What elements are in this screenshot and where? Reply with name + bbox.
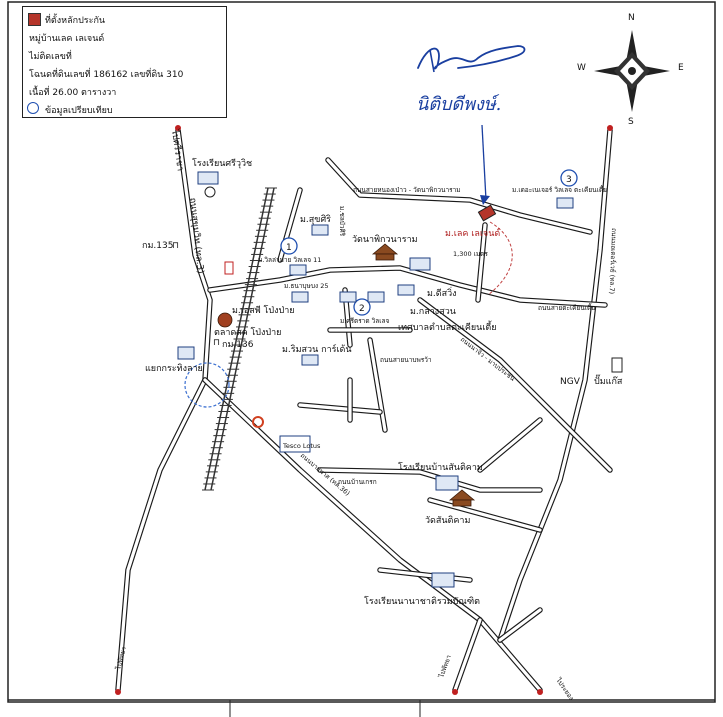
label-km136: กม.136 (222, 340, 254, 350)
label-road-nakluea: ถนนบ้านเกรก (338, 478, 377, 486)
temple-icon (371, 243, 399, 255)
temple-icon (452, 499, 472, 507)
label-intersection: แยกกระทิงลาย (145, 363, 203, 374)
compass-s: S (628, 117, 634, 127)
comparable-marker-2: 2 (353, 298, 371, 316)
comparable-number: 3 (566, 175, 572, 185)
house-icon (409, 257, 431, 271)
intersection-icon (177, 346, 195, 360)
legend-area: เนื้อที่ 26.00 ตารางวา (29, 88, 117, 98)
comparable-marker-1: 1 (280, 237, 298, 255)
house-icon (367, 291, 385, 303)
comparable-number: 1 (286, 243, 292, 253)
compass-w: W (577, 63, 586, 73)
legend-deed: โฉนดที่ดินเลขที่ 186162 เลขที่ดิน 310 (29, 70, 184, 80)
label-mb-3: ม.เดอะเนเจอร์ วิลเลจ ตะเคียนเตี้ย (512, 185, 607, 194)
label-mb-sukhsiri: ม.สุขศิริ (300, 214, 331, 225)
compass-n: N (628, 13, 635, 23)
house-icon (289, 264, 307, 276)
label-mb-sritrad: ม.ศรีตราด วิลเลจ (340, 317, 389, 325)
house-icon (301, 354, 319, 366)
road-end-marker (175, 125, 181, 131)
label-km135: กม.135 (142, 241, 173, 251)
label-school-santikam: โรงเรียนบ้านสันติคาม (398, 462, 483, 473)
house-icon (339, 291, 357, 303)
school-emblem-icon (204, 186, 216, 198)
arrow-head (480, 195, 490, 205)
label-ngv: NGV (560, 377, 581, 387)
label-market: ตลาดสด โป่งป่าย (214, 327, 281, 338)
legend-comparable: ข้อมูลเปรียบเทียบ (45, 106, 113, 116)
road-end-marker (452, 689, 458, 695)
label-mb-dsiwing: ม.ดีสวิ่ง (427, 286, 457, 299)
label-gas-station: ปั๊มแก๊ส (594, 374, 623, 387)
label-lake-legend: ม.เลค เลเจนด์ (445, 227, 500, 239)
label-mb-rimsuan: ม.ริมสวน การ์เด้น (282, 343, 352, 355)
label-wat-santikam: วัดสันติคาม (425, 515, 470, 526)
label-tesco: Tesco Lotus (282, 442, 321, 450)
signature: นิติบดีพงษ์. (416, 45, 526, 115)
compass-e: E (678, 63, 684, 73)
road-end-marker (115, 689, 121, 695)
label-mb-klangsuan: ม.กลางสวน (410, 307, 456, 317)
label-to-pattaya: ไปพัทยา (114, 645, 128, 671)
label-mb-chonbuasiri: ม.ชลบัวศิริ (338, 206, 346, 237)
map-frame (7, 1, 716, 703)
label-distance: 1,300 เมตร (453, 250, 488, 258)
legend-site: ที่ตั้งหลักประกัน (45, 16, 106, 26)
traffic-sign-icon (224, 261, 234, 275)
label-school-nanachat: โรงเรียนนานาชาติรวมบัณฑิต (364, 596, 480, 607)
label-road-takhian-tia: ถนนสายตะเคียนเตี้ย (538, 303, 595, 312)
km-marker-icon: ⊓ (213, 338, 220, 348)
label-mb-sp: ม.เอสพี โป่งป่าย (232, 305, 295, 316)
legend-project: หมู่บ้านเลค เลเจนด์ (29, 34, 105, 44)
road-end-marker (607, 125, 613, 131)
comparable-marker-3: 3 (560, 169, 578, 187)
shell-icon (252, 416, 264, 428)
legend-house-no: ไม่ติดเลขที่ (29, 52, 72, 62)
house-icon (556, 197, 574, 209)
house-icon (397, 284, 415, 296)
label-road-7: ถนนมอเตอร์เวย์ (ทล.7) (608, 228, 618, 294)
house-icon (311, 224, 329, 236)
school-icon (431, 572, 455, 588)
label-road-pattaya-nua: ถนนสายนาบพรว้า (380, 356, 432, 364)
label-road-najiew: ถนนนาจิ่ว - มาบประชัน (459, 334, 518, 383)
gas-pump-icon (611, 357, 623, 373)
school-icon (435, 475, 459, 491)
temple-icon (448, 489, 476, 501)
house-icon (291, 291, 309, 303)
signature-text: นิติบดีพงษ์. (416, 94, 501, 115)
arrow-line (481, 124, 487, 201)
label-to-pattaya-2: ไปพัทยา (437, 654, 453, 680)
label-school-sriuthit: โรงเรียนศรีวุวิช (192, 158, 252, 169)
site-marker-swatch (28, 13, 41, 26)
label-tessaban: เทศบาลตำบลตะเคียนเตี้ย (398, 320, 497, 333)
map-legend: ที่ตั้งหลักประกัน หมู่บ้านเลค เลเจนด์ ไม… (22, 6, 227, 118)
school-icon (197, 171, 219, 185)
label-road-sangkhamitr: ถนนสายหนองเป่าว - วัดนาพิกวนาราม (353, 186, 461, 194)
road-network (115, 127, 613, 693)
km-marker-icon: ⊓ (172, 241, 179, 251)
compass-icon (594, 30, 670, 112)
railway (202, 187, 277, 491)
label-mb-25: ม.ธนาบุษบง 25 (284, 282, 328, 290)
temple-icon (375, 253, 395, 261)
distance-route (487, 221, 513, 296)
market-icon (217, 312, 233, 328)
label-wat-phasuk: วัดนาพิกวนาราม (352, 234, 418, 245)
tesco-icon (279, 435, 311, 453)
comparable-swatch (27, 102, 39, 114)
road-end-marker (537, 689, 543, 695)
site-marker (477, 204, 497, 222)
label-to-rayong: ไประยอง (554, 676, 576, 702)
comparable-number: 2 (359, 304, 365, 314)
label-mb-wanmai: ม.วิลล่ามาย วิลเลจ 11 (258, 256, 321, 264)
intersection-highlight (184, 362, 230, 408)
